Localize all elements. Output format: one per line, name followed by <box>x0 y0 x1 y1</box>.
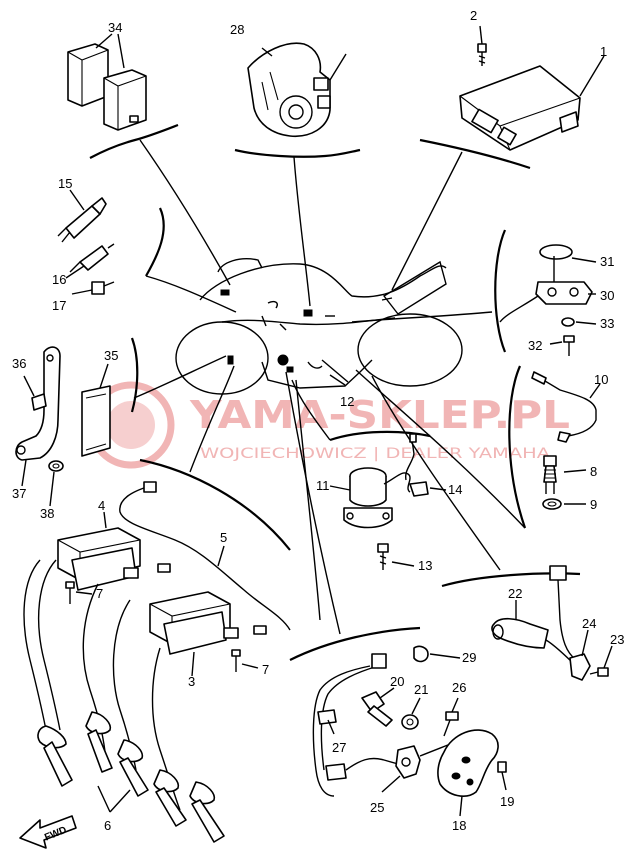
part-36-stay <box>15 346 61 461</box>
callout-34: 34 <box>108 20 122 35</box>
callout-9: 9 <box>590 497 597 512</box>
part-19-pin <box>497 761 507 791</box>
callout-33: 33 <box>600 316 614 331</box>
callout-22: 22 <box>508 586 522 601</box>
part-14-clip <box>409 481 447 497</box>
callout-labels: 1 2 3 4 5 6 7 7 8 9 10 11 12 13 14 15 16… <box>12 8 624 833</box>
motorcycle-outline <box>175 258 463 395</box>
callout-20: 20 <box>390 674 404 689</box>
part-5-lead <box>119 481 291 635</box>
callout-32: 32 <box>528 338 542 353</box>
part-13-screw <box>377 543 415 570</box>
watermark-title: YAMA-SKLEP.PL <box>189 393 570 437</box>
part-33-washer <box>561 317 597 327</box>
callout-8: 8 <box>590 464 597 479</box>
callout-1: 1 <box>600 44 607 59</box>
part-4-ignition-coil <box>57 511 141 591</box>
part-23-bolt <box>589 645 613 677</box>
part-24-clamp <box>569 629 591 681</box>
part-26-bolt <box>443 697 459 737</box>
part-15-sensor <box>57 189 107 243</box>
cap-5 <box>189 781 225 843</box>
callout-4: 4 <box>98 498 105 513</box>
callout-38: 38 <box>40 506 54 521</box>
callout-16: 16 <box>52 272 66 287</box>
part-17-sensor <box>71 281 115 295</box>
part-35-cover <box>81 363 111 457</box>
callout-13: 13 <box>418 558 432 573</box>
leader-37 <box>21 459 27 487</box>
part-18-rotor <box>437 729 499 817</box>
part-27-harness <box>312 653 399 797</box>
callout-29: 29 <box>462 650 476 665</box>
part-9-gasket <box>542 498 586 510</box>
callout-10: 10 <box>594 372 608 387</box>
cap-1 <box>37 725 73 787</box>
part-7-screws <box>65 581 259 672</box>
callout-31: 31 <box>600 254 614 269</box>
callout-18: 18 <box>452 818 466 833</box>
watermark-subtitle: WOJCIECHOWICZ | DEALER YAMAHA <box>200 446 551 462</box>
part-31-30-sender <box>499 244 597 323</box>
part-21-washer <box>401 697 421 730</box>
part-22-sensor <box>491 565 579 669</box>
callout-37: 37 <box>12 486 26 501</box>
callout-6: 6 <box>104 818 111 833</box>
callout-7b: 7 <box>262 662 269 677</box>
callout-26: 26 <box>452 680 466 695</box>
callout-3: 3 <box>188 674 195 689</box>
callout-5: 5 <box>220 530 227 545</box>
part-25-sensor <box>381 735 471 793</box>
fwd-arrow-icon: FWD <box>19 815 77 849</box>
part-3-ignition-coil <box>149 591 239 677</box>
cap-3 <box>117 739 149 797</box>
part-20-bolt <box>361 687 395 727</box>
part-32-bolt <box>549 335 575 356</box>
callout-17: 17 <box>52 298 66 313</box>
part-1-ecu <box>459 55 605 151</box>
callout-11: 11 <box>316 478 330 493</box>
callout-15: 15 <box>58 176 72 191</box>
leader-lines <box>89 123 581 661</box>
part-28-starter-relay <box>247 42 347 137</box>
callout-28: 28 <box>230 22 244 37</box>
callout-19: 19 <box>500 794 514 809</box>
part-2-screw <box>477 25 487 66</box>
callout-24: 24 <box>582 616 596 631</box>
watermark: YAMA-SKLEP.PL WOJCIECHOWICZ | DEALER YAM… <box>87 381 570 469</box>
part-6-plug-caps <box>23 559 225 843</box>
callout-25: 25 <box>370 800 384 815</box>
part-11-solenoid <box>329 433 417 529</box>
part-8-sensor <box>543 455 587 494</box>
cap-2 <box>85 711 113 773</box>
callout-12: 12 <box>340 394 354 409</box>
watermark-logo-inner <box>107 401 155 449</box>
callout-23: 23 <box>610 632 624 647</box>
cap-4 <box>153 769 187 827</box>
callout-35: 35 <box>104 348 118 363</box>
callout-30: 30 <box>600 288 614 303</box>
part-34-relays <box>67 33 147 131</box>
callout-2: 2 <box>470 8 477 23</box>
callout-7a: 7 <box>96 586 103 601</box>
part-10-wire <box>531 371 601 443</box>
part-38-washer <box>48 460 64 507</box>
part-29-clip <box>413 645 461 663</box>
callout-36: 36 <box>12 356 26 371</box>
part-16-sensor <box>65 243 115 279</box>
callout-14: 14 <box>448 482 462 497</box>
callout-21: 21 <box>414 682 428 697</box>
callout-27: 27 <box>332 740 346 755</box>
